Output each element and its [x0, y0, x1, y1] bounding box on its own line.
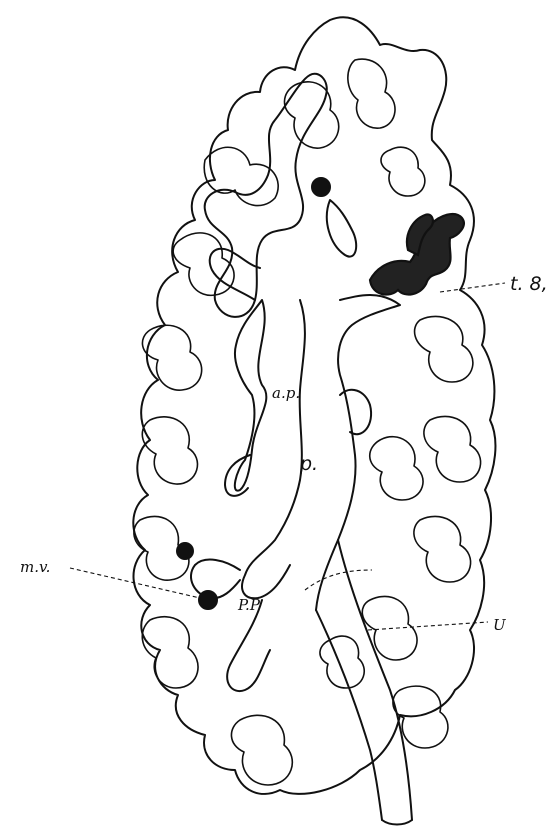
- label-anterior-pelvis: a.p.: [272, 384, 300, 402]
- calyx-posterior: [191, 560, 240, 599]
- pelvis-right-wall: [316, 295, 400, 610]
- vessel-dot-upper: [312, 178, 330, 196]
- label-mv: m.v.: [20, 558, 50, 576]
- ureter-bottom: [382, 820, 412, 825]
- ureter-cut-line: [305, 570, 372, 590]
- cortical-lobules: [134, 59, 481, 785]
- renal-pelvis-outline: [205, 74, 327, 317]
- kidney-outer-outline: [133, 17, 495, 794]
- leader-mv: [70, 568, 200, 598]
- vessel-dot-mv: [199, 591, 217, 609]
- label-t8: t. 8,: [510, 273, 548, 295]
- label-ureter: U: [493, 616, 507, 634]
- label-pelvis: p.: [299, 453, 318, 475]
- pelvis-main-body: [235, 300, 267, 491]
- calyx-upper-right: [327, 200, 356, 257]
- leader-t8: [440, 283, 505, 292]
- vessel-dot-mid: [177, 543, 193, 559]
- label-posterior-pelvis: P.P: [237, 596, 261, 614]
